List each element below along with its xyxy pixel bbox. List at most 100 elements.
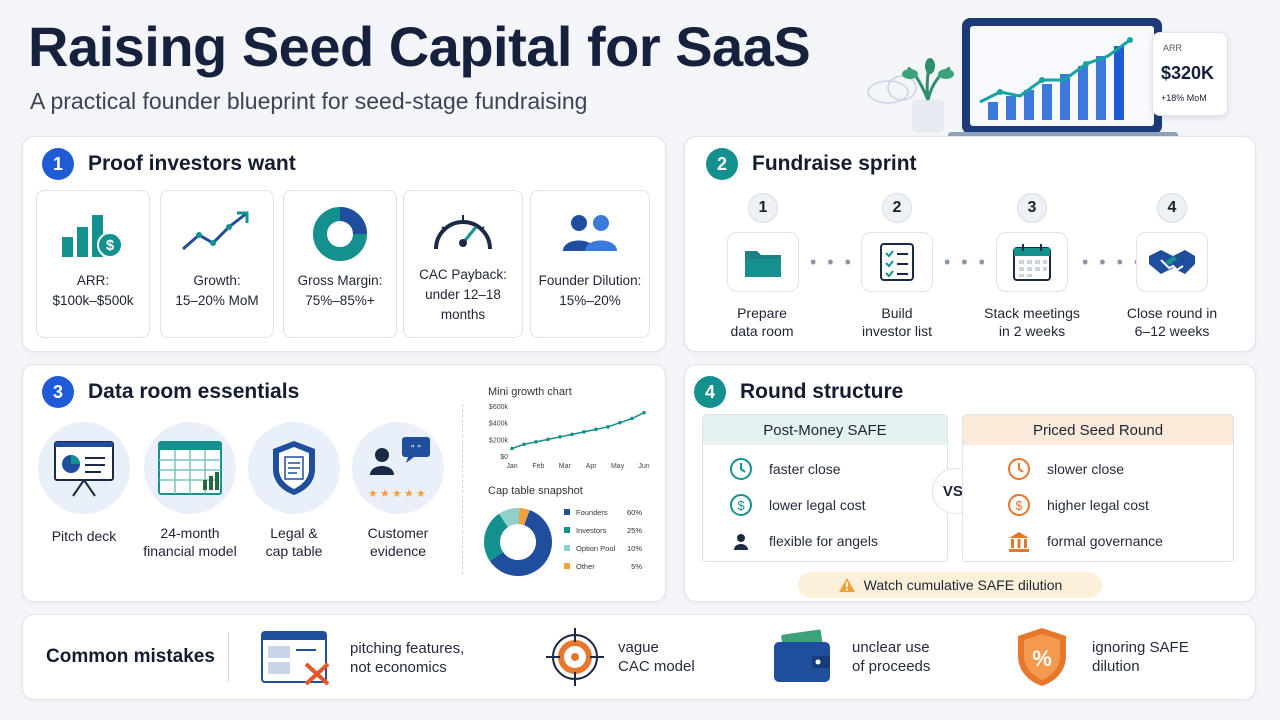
svg-text:★: ★ [416,487,426,500]
safe-row-text: faster close [769,461,841,477]
gauge-icon [434,215,492,250]
step-line1: Close round in [1126,305,1218,321]
growth-point [606,425,610,429]
growth-point [510,446,514,451]
tile-line3: months [440,307,486,322]
handshake-icon [1149,250,1195,274]
tile-line1: Founder Dilution: [538,273,642,288]
target-icon [546,628,604,686]
dataroom-line2: cap table [265,543,323,559]
priced-row: formal governance [1007,529,1163,553]
wallet-icon [774,629,830,682]
priced-box: Priced Seed Round slower close $ higher … [962,414,1234,562]
percent-shield-icon: % [1018,628,1066,686]
dataroom-section [22,364,666,602]
cap-slice [489,510,552,576]
growth-line [511,411,645,450]
growth-trend-icon [182,211,249,251]
legend-swatch [564,509,570,515]
tile-line1: Gross Margin: [297,273,383,288]
mistake-line1: ignoring SAFE [1092,639,1189,656]
growth-point [522,442,526,447]
step-line2: in 2 weeks [998,323,1066,339]
legend-label: Option Pool [576,544,616,553]
svg-text:$: $ [106,237,115,254]
tile-line2: under 12–18 [425,287,501,302]
priced-row: $ higher legal cost [1007,493,1149,517]
mistake-line2: CAC model [618,658,695,675]
growth-point [642,410,646,415]
x-tick-label: Apr [586,463,598,470]
arr-card-delta: +18% MoM [1161,93,1207,103]
mistake-item: vague CAC model [544,626,695,688]
step-line2: 6–12 weeks [1134,323,1210,339]
round-header: 4 Round structure [694,376,903,408]
legend-value: 10% [627,544,642,553]
tile-line2: $100k–$500k [52,293,134,308]
legend-label: Founders [576,508,608,517]
cap-slice [518,508,530,526]
proof-tile-cac: CAC Payback: under 12–18 months [403,190,523,338]
section-title: Round structure [740,380,904,403]
legend-value: 60% [627,508,642,517]
section-number: 2 [706,148,738,180]
step-label: Stack meetings in 2 weeks [967,304,1097,340]
step-label: Prepare data room [697,304,827,340]
growth-point [570,432,574,437]
svg-text:★: ★ [404,487,414,500]
step-connector: • • • • [944,252,1006,272]
section-number: 1 [42,148,74,180]
person-icon [731,531,751,551]
tile-line1: ARR: [76,273,110,288]
priced-row: slower close [1007,457,1124,481]
section-number: 3 [42,376,74,408]
mistake-line1: vague [618,639,659,656]
y-tick-label: $0 [500,454,508,461]
mistake-line2: of proceeds [852,658,931,675]
legend-swatch [564,527,570,533]
svg-text:$: $ [1015,498,1023,513]
dataroom-line1: 24-month [160,525,220,541]
growth-point [630,416,634,421]
x-tick-label: Jun [638,463,649,470]
step-line1: Stack meetings [984,305,1080,321]
dataroom-label: Legal & cap table [234,524,354,560]
donut-chart-icon [313,207,367,261]
proof-tile-growth: Growth: 15–20% MoM [160,190,274,338]
legend-value: 5% [631,562,642,571]
mistake-item: pitching features, not economics [260,630,464,686]
step-label: Close round in 6–12 weeks [1107,304,1237,340]
x-tick-label: Mar [559,463,572,470]
y-tick-label: $400k [489,421,509,428]
dataroom-line2: financial model [143,543,237,559]
mini-chart-title: Mini growth chart [488,386,572,398]
shield-document-icon [273,441,315,495]
cap-table-title: Cap table snapshot [488,485,583,497]
safe-row: flexible for angels [729,529,878,553]
dataroom-divider [462,404,463,574]
legend-swatch [564,545,570,551]
step-number: 1 [748,193,778,223]
tile-line2: 15%–20% [559,293,621,308]
founders-icon [563,215,617,251]
dataroom-line1: Customer [367,525,429,541]
mistakes-divider [228,632,229,682]
svg-text:%: % [1032,646,1052,671]
x-tick-label: May [611,463,625,470]
step-line1: Build [881,305,913,321]
dollar-icon: $ [730,494,752,516]
mistake-line1: unclear use [852,639,930,656]
proof-tile-arr: $ ARR: $100k–$500k [36,190,150,338]
svg-text:" ": " " [411,444,421,455]
step-line1: Prepare [737,305,787,321]
spreadsheet-icon [158,441,222,495]
step-connector: • • • • [810,252,872,272]
arr-card-label: ARR [1163,43,1183,53]
folder-icon [745,251,781,277]
customer-review-icon: " " ★★★★★ [368,437,430,500]
growth-point [534,440,538,444]
dollar-icon: $ [1008,494,1030,516]
tile-line1: CAC Payback: [419,267,507,282]
step-line2: data room [730,323,794,339]
section-title: Proof investors want [88,152,296,175]
